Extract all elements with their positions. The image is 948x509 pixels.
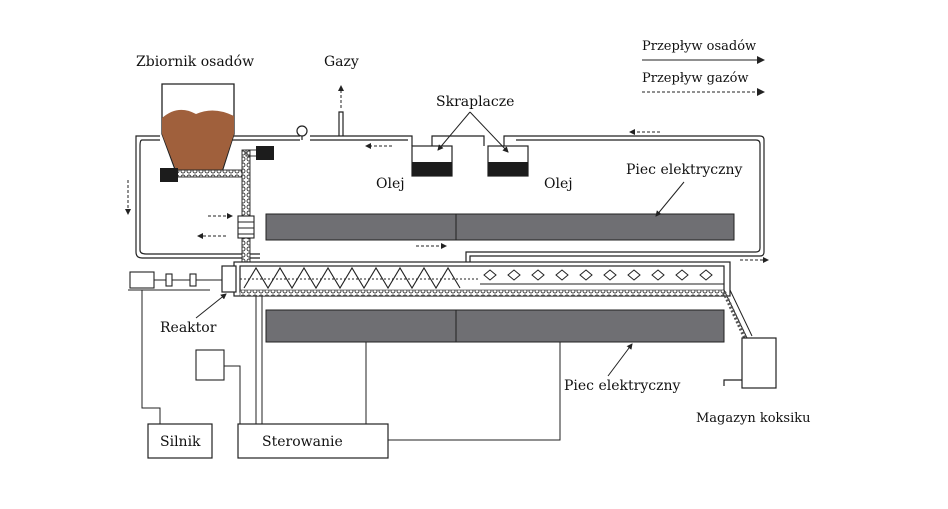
condenser-right [487,145,529,177]
label-gases: Gazy [324,54,359,70]
coke-storage-box [741,337,777,389]
coke-tap-icon [723,379,742,386]
gas-outlet [338,85,344,136]
coke-chute [722,291,748,341]
furnace-top [265,213,735,241]
reactor-bed [239,289,725,297]
label-motor: Silnik [160,434,201,450]
tank-motor-icon [160,168,178,182]
label-condensers: Skraplacze [436,94,514,110]
feed-motor-icon [256,146,274,160]
label-furnace-top: Piec elektryczny [626,162,742,178]
legend: Przepływ osadów Przepływ gazów [642,39,765,96]
motor-box [147,423,213,459]
label-control: Sterowanie [262,434,343,450]
label-oil-right: Olej [544,176,573,192]
legend-gas-label: Przepływ gazów [642,71,749,86]
control-box [237,423,389,459]
label-reactor: Reaktor [160,320,217,336]
furnace-bottom [265,309,725,343]
label-coke-storage: Magazyn koksiku [696,411,811,426]
gas-flow-arrows [125,129,769,263]
screw-auger [243,266,461,290]
gas-loop-pipe [135,135,765,262]
feed-conveyor-vertical [241,149,251,269]
heat-exchanger [237,215,255,239]
drive-assembly [128,271,222,291]
label-tank: Zbiornik osadów [136,54,254,70]
valve-icon [296,125,308,140]
condenser-left [411,145,453,177]
feed-conveyor-horizontal [175,169,247,178]
sludge-tank [161,83,235,173]
control-wiring [141,290,561,441]
reactor-paddles [483,269,713,281]
legend-sludge-label: Przepływ osadów [642,39,756,54]
label-oil-left: Olej [376,176,405,192]
label-furnace-bottom: Piec elektryczny [564,378,680,394]
sensor-box [195,349,225,381]
